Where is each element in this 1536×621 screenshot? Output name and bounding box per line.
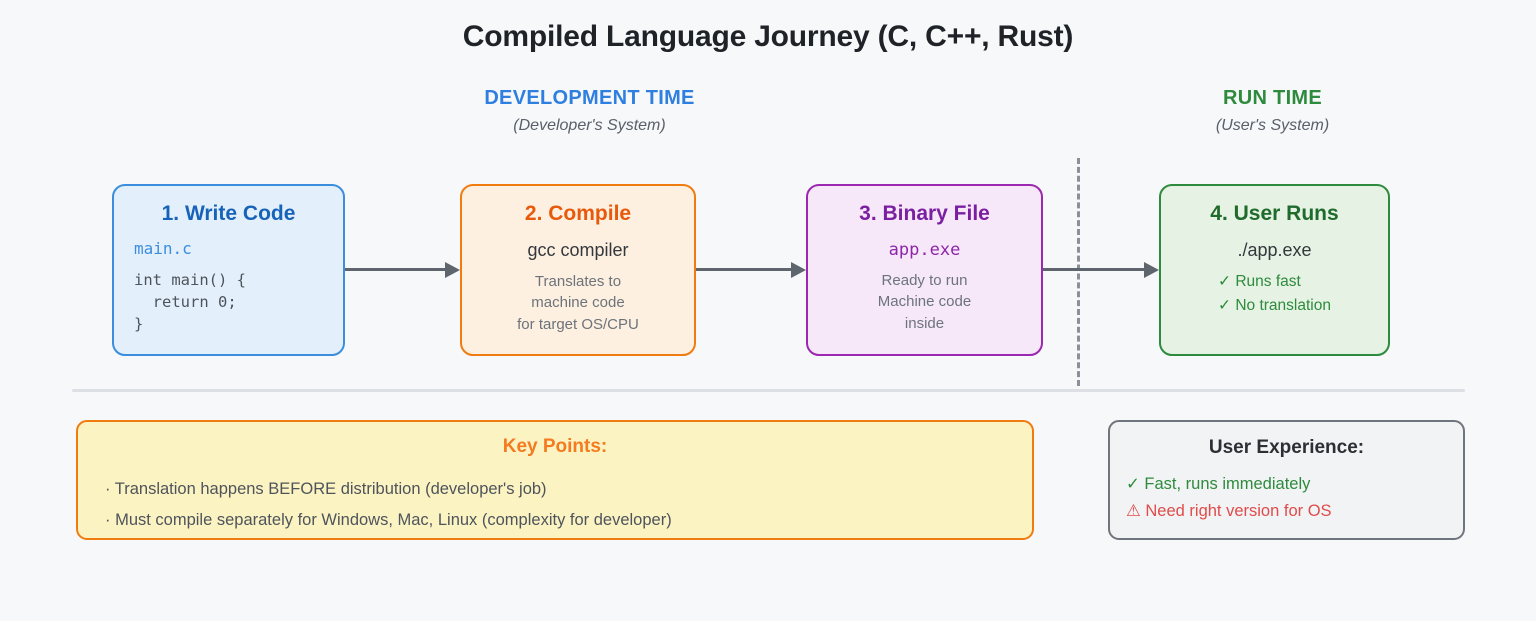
arrow-head-icon [1144,262,1159,278]
phase-title-runtime: RUN TIME [1222,87,1323,109]
binary-description-line-3: inside [904,314,945,332]
arrow-binary-to-user [1043,262,1159,278]
step-title-4: 4. User Runs [1210,202,1339,225]
binary-description-line-1: Ready to run [881,272,968,290]
compile-description-line-2: machine code [531,294,625,312]
phase-subtitle-development: (Developer's System) [513,117,666,134]
arrow-head-icon [791,262,806,278]
key-point-item: · Must compile separately for Windows, M… [105,510,672,529]
run-command: ./app.exe [1237,240,1312,261]
key-points-list: · Translation happens BEFORE distributio… [78,474,1032,535]
arrow-head-icon [445,262,460,278]
step-title-1: 1. Write Code [161,202,296,225]
step-box-write-code[interactable]: 1. Write Code main.c int main() { return… [112,184,345,356]
phase-divider-dashed [1077,158,1080,386]
user-experience-heading: User Experience: [1208,437,1365,458]
run-benefits: ✓ Runs fast ✓ No translation [1218,270,1331,318]
arrow-shaft [345,268,446,271]
user-experience-warning: ⚠ Need right version for OS [1126,502,1332,521]
arrow-compile-to-binary [696,262,806,278]
user-experience-positive: ✓ Fast, runs immediately [1126,475,1311,493]
key-point-item: · Translation happens BEFORE distributio… [105,480,547,498]
arrow-shaft [1043,268,1145,271]
user-experience-list: ✓ Fast, runs immediately ⚠ Need right ve… [1110,471,1463,525]
phase-header-runtime: RUN TIME (User's System) [1110,87,1435,135]
page-title: Compiled Language Journey (C, C++, Rust) [462,20,1074,53]
code-source: int main() { return 0; } [134,271,246,334]
binary-description-line-2: Machine code [877,293,972,311]
phase-title-development: DEVELOPMENT TIME [484,87,695,109]
code-filename: main.c [134,239,192,259]
run-benefit-1: ✓ Runs fast [1218,273,1301,291]
compile-description: Translates to machine code for target OS… [517,271,639,335]
step-box-user-runs[interactable]: 4. User Runs ./app.exe ✓ Runs fast ✓ No … [1159,184,1390,356]
key-points-panel: Key Points: · Translation happens BEFORE… [76,420,1034,540]
code-snippet: main.c int main() { return 0; } [134,239,246,335]
compile-description-line-3: for target OS/CPU [517,315,639,333]
step-box-compile[interactable]: 2. Compile gcc compiler Translates to ma… [460,184,696,356]
binary-description: Ready to run Machine code inside [878,270,971,334]
run-benefit-2: ✓ No translation [1218,297,1331,315]
compiler-name: gcc compiler [527,240,629,261]
step-box-binary-file[interactable]: 3. Binary File app.exe Ready to run Mach… [806,184,1043,356]
key-points-heading: Key Points: [502,436,608,457]
arrow-write-to-compile [345,262,460,278]
phase-header-development: DEVELOPMENT TIME (Developer's System) [377,87,802,135]
section-separator [72,389,1465,392]
arrow-shaft [696,268,792,271]
step-title-3: 3. Binary File [859,202,990,225]
user-experience-panel: User Experience: ✓ Fast, runs immediatel… [1108,420,1465,540]
phase-subtitle-runtime: (User's System) [1215,117,1330,134]
step-title-2: 2. Compile [524,202,632,225]
compile-description-line-1: Translates to [534,273,622,291]
binary-filename: app.exe [888,240,961,261]
